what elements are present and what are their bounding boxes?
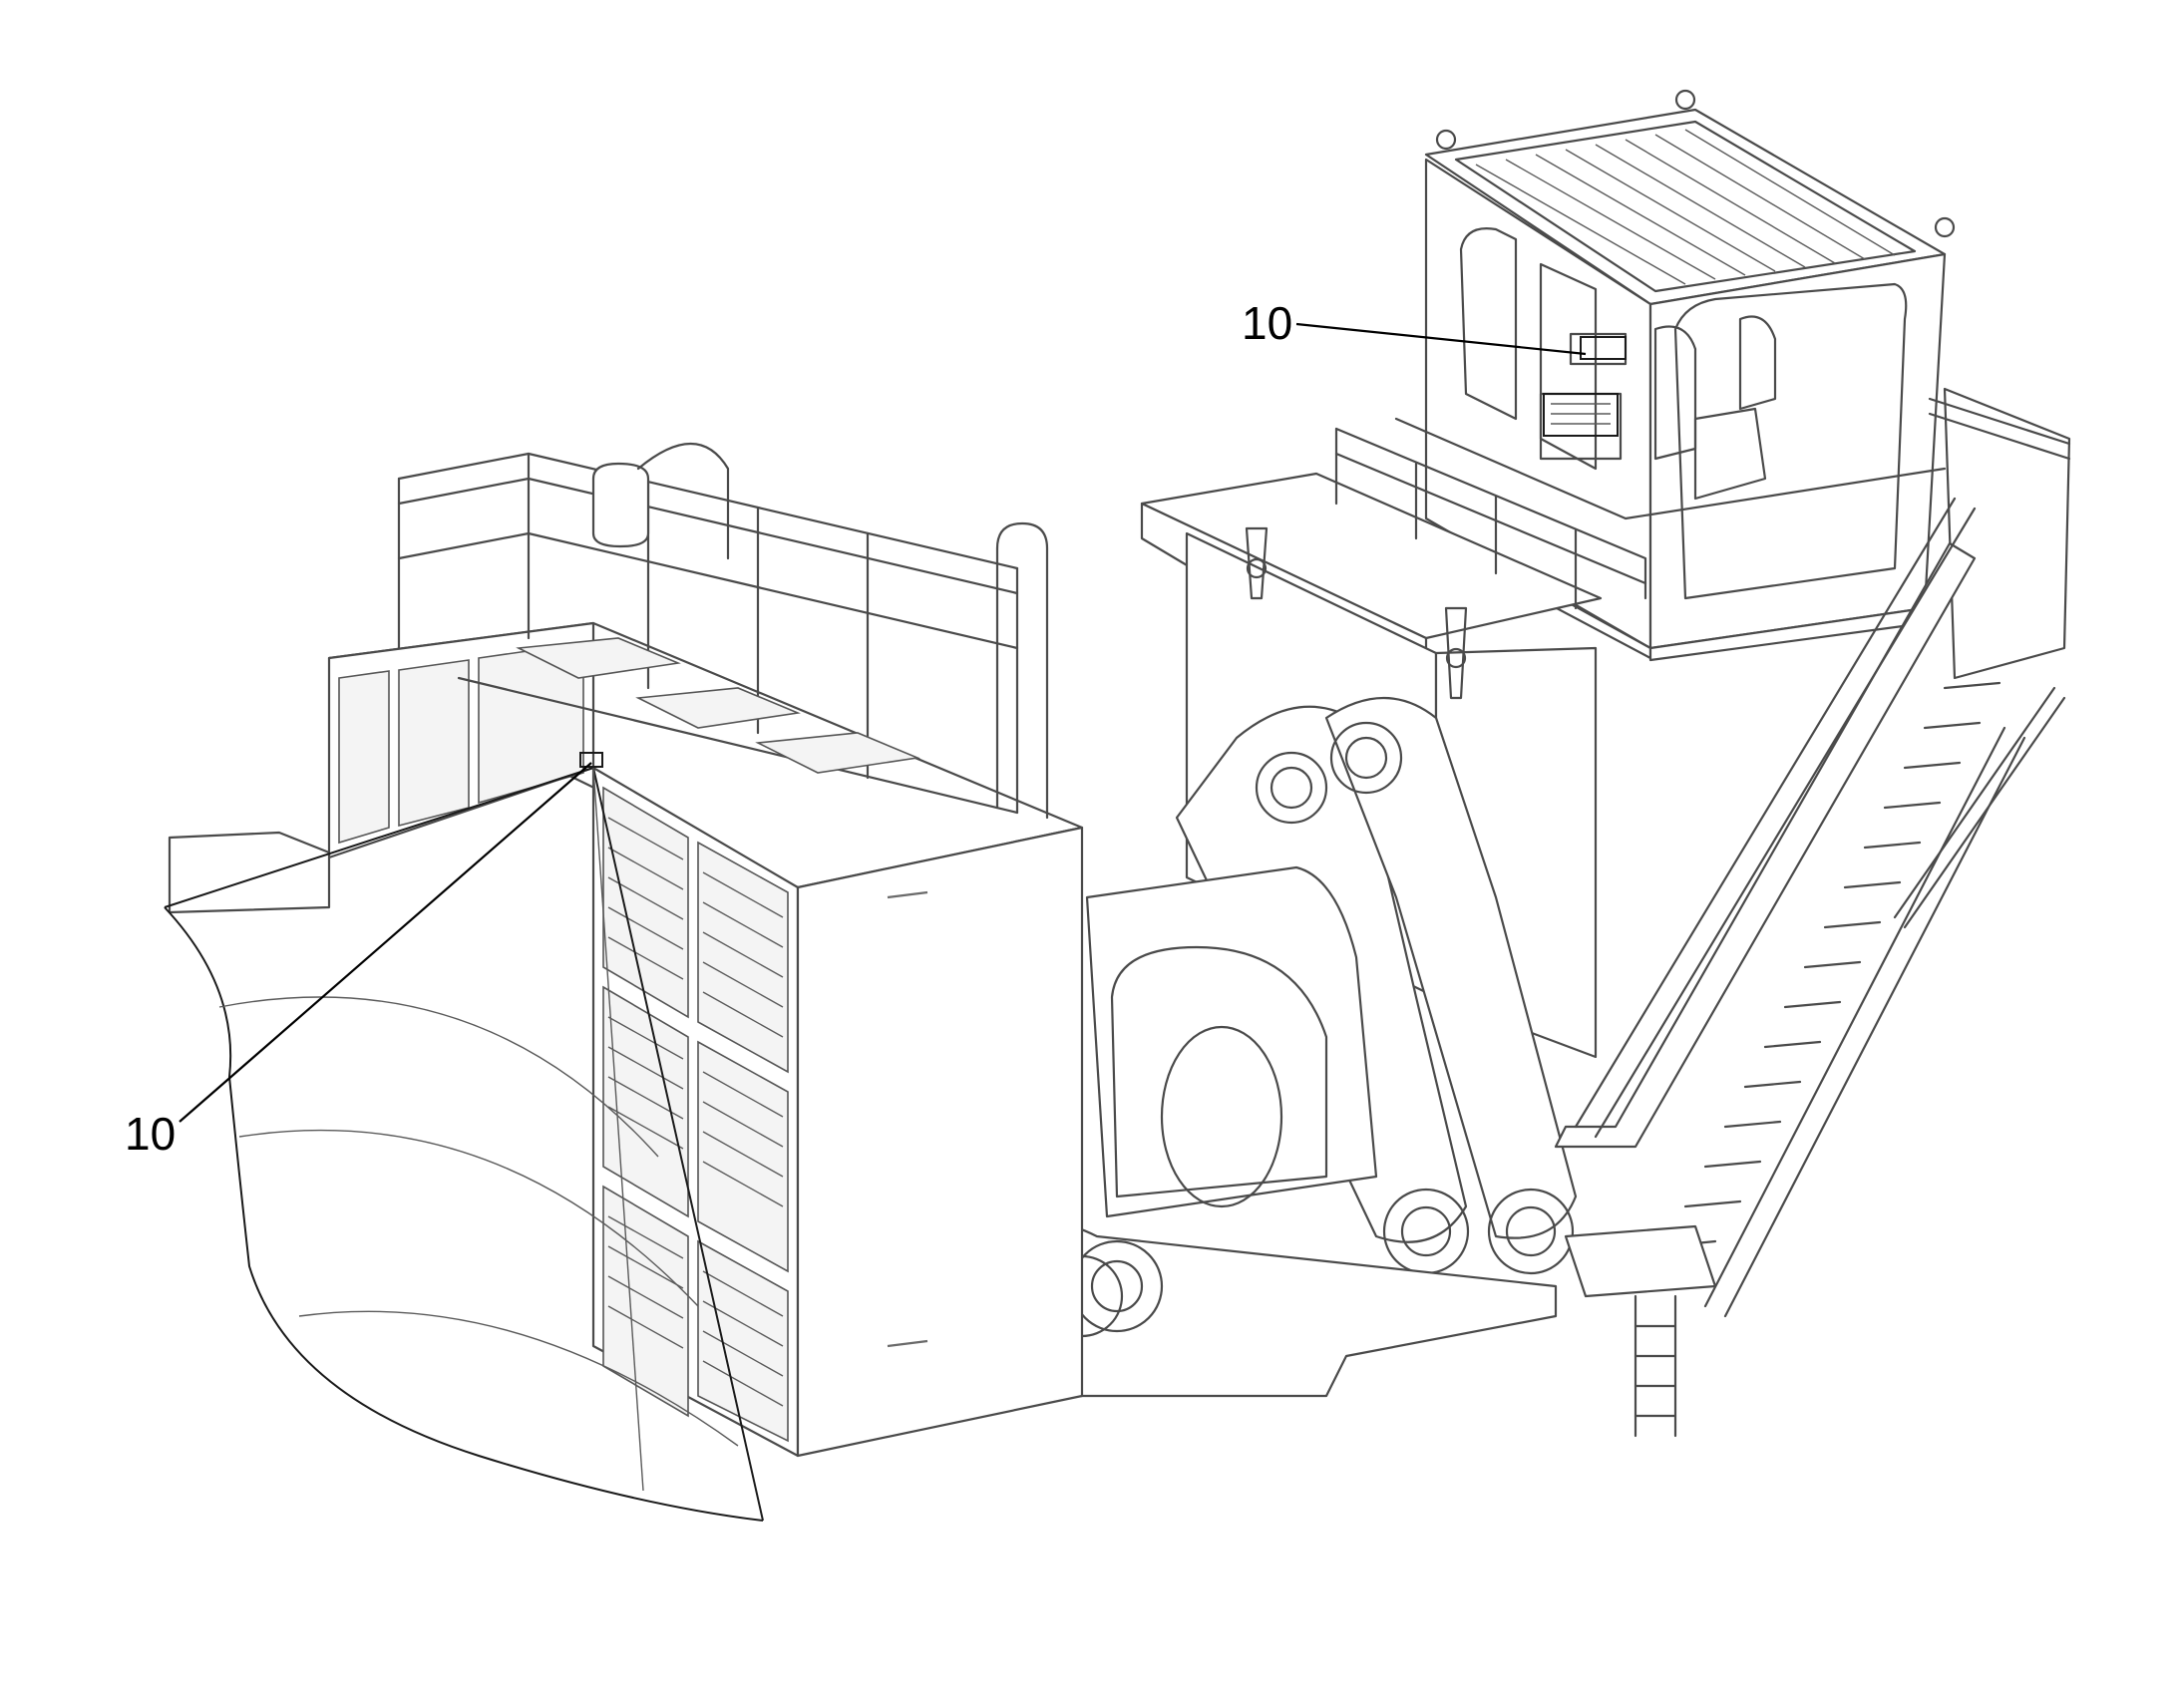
radiator-module	[168, 443, 1084, 1458]
callout-module-panel: 10	[125, 762, 592, 1160]
module-panel-marker	[579, 752, 603, 768]
callout-cab-panel: 10	[1242, 297, 1587, 356]
deck-grates	[516, 637, 920, 774]
front-grille-slats	[607, 817, 784, 1407]
stairway	[1554, 497, 2066, 1438]
stair-treads	[1663, 681, 2001, 1248]
cab-panel-marker	[1543, 336, 1627, 437]
callout-label: 10	[125, 1108, 176, 1160]
roof-slats	[1475, 129, 1896, 285]
callout-label: 10	[1242, 297, 1292, 349]
side-grille	[338, 642, 584, 845]
callout-leader	[1295, 322, 1587, 356]
callout-leader	[179, 762, 592, 1123]
outline-shape	[164, 767, 764, 1522]
front-grille	[602, 786, 789, 1443]
